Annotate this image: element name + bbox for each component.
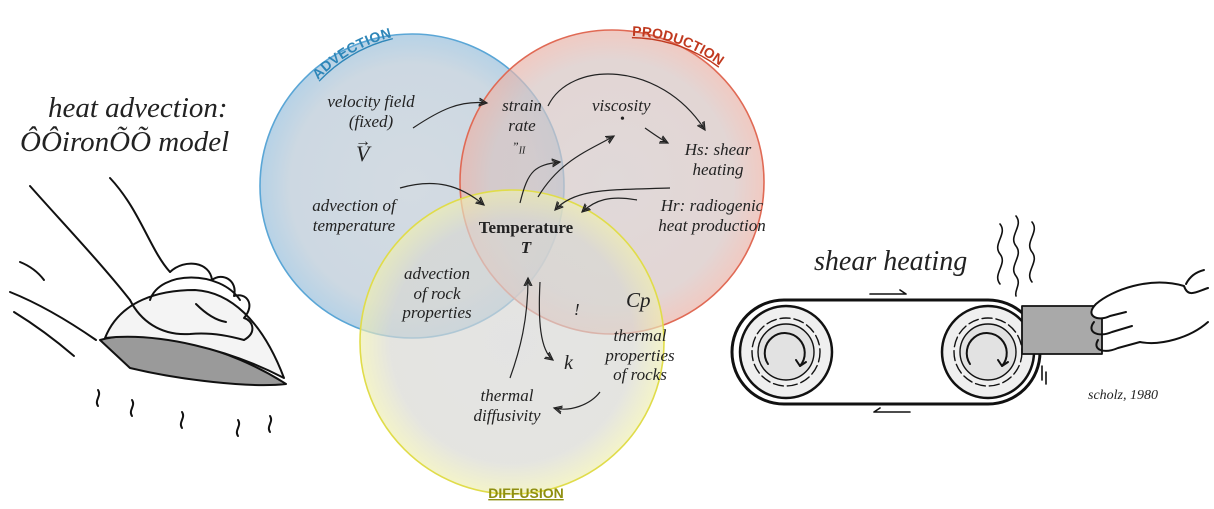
arrow-diff-to-temp: [509, 278, 528, 379]
pushing-hand-icon: [1021, 269, 1209, 355]
velocity-vector-symbol: → V: [355, 133, 371, 166]
k-symbol: k: [564, 352, 573, 374]
arrow-viscosity-to-hs: [644, 127, 668, 143]
venn-diagram: ADVECTION PRODUCTION DIFFUSION: [259, 23, 765, 501]
arrow-hs-to-temp: [555, 187, 671, 210]
velocity-field-label: velocity field (fixed): [327, 92, 415, 131]
arrow-temp-to-strain: [519, 162, 560, 204]
viscosity-label: viscosity: [592, 96, 651, 115]
density-symbol: !: [574, 300, 580, 319]
shear-heating-title: shear heating: [814, 246, 968, 277]
credit-label: scholz, 1980: [1088, 388, 1158, 403]
arrow-temp-to-viscosity: [537, 136, 614, 198]
radiogenic-heat-label: Hr: radiogenic heat production: [658, 196, 766, 235]
heat-wave-icon: [996, 215, 1047, 385]
advection-of-temperature-label: advection of temperature: [312, 196, 396, 235]
flow-arrows: [399, 73, 705, 409]
advection-of-rock-properties-label: advection of rock properties: [402, 264, 472, 323]
conveyor-belt-icon: [730, 289, 1042, 413]
left-title-line1: heat advection:: [48, 92, 228, 124]
arrow-advtemp-to-temp: [399, 182, 484, 205]
arrow-velocity-to-strain: [412, 102, 487, 129]
cp-symbol: Cp: [626, 288, 651, 312]
arrow-strain-to-hs: [547, 73, 705, 130]
thermal-diffusivity-label: thermal diffusivity: [473, 386, 541, 425]
diffusion-circle: [359, 189, 665, 495]
strain-rate-symbol: ”II: [512, 139, 526, 157]
arrow-hr-to-temp: [582, 197, 638, 212]
arrow-temp-to-k: [538, 281, 553, 360]
arrow-props-to-diff: [554, 391, 601, 409]
strain-rate-label: strain rate: [502, 96, 542, 135]
temperature-node: Temperature T: [478, 218, 574, 257]
left-title-line2: ÔÔironÕÕ model: [20, 126, 230, 158]
shear-heating-label: Hs: shear heating: [684, 140, 752, 179]
hand-iron-icon: [9, 177, 287, 437]
thermal-properties-label: thermal properties of rocks: [605, 326, 675, 385]
diffusion-title: DIFFUSION: [488, 485, 563, 501]
viscosity-symbol: •: [620, 112, 625, 127]
